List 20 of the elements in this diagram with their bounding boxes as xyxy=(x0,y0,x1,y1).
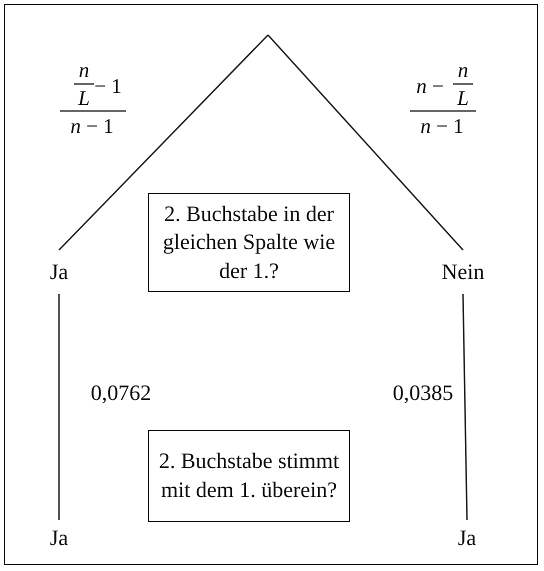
formula-term: n − xyxy=(416,76,444,97)
tree-branch-line xyxy=(267,34,464,250)
formula-term: − 1 xyxy=(94,76,122,97)
formula-term: L xyxy=(457,88,469,109)
formula-term: n − 1 xyxy=(420,116,464,137)
answer-text: Nein xyxy=(428,250,498,294)
formula-term: n − 1 xyxy=(70,116,114,137)
tree-branch-line xyxy=(58,294,60,520)
tree-branch-line xyxy=(58,34,269,251)
probability-label: 0,0762 xyxy=(90,379,152,407)
formula-term: n xyxy=(78,60,90,81)
formula-term: n xyxy=(458,60,468,81)
answer-text: Ja xyxy=(444,520,490,556)
question-box: 2. Buchstabe stimmt mit dem 1. überein? xyxy=(148,430,350,522)
answer-text: Ja xyxy=(36,250,82,294)
answer-text: Ja xyxy=(36,520,82,556)
probability-label: 0,0385 xyxy=(392,379,454,407)
question-box: 2. Buchstabe in der gleichen Spalte wie der 1.? xyxy=(148,193,350,292)
tree-branch-line xyxy=(462,294,468,520)
formula-term: L xyxy=(78,88,90,109)
